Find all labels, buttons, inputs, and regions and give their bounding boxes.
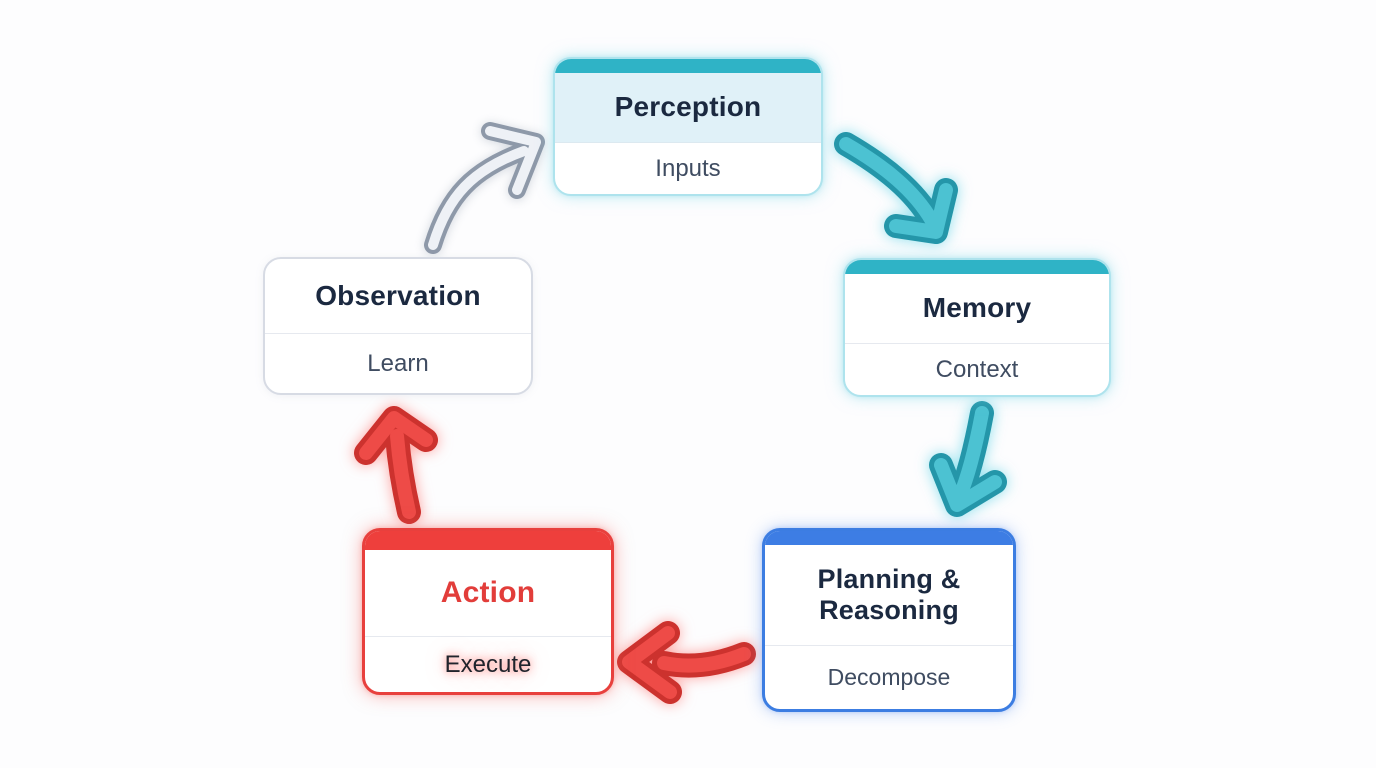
node-divider <box>555 142 821 143</box>
node-action: Action Execute <box>362 528 614 695</box>
arrow-memory-to-planning <box>929 401 1007 517</box>
arrow-observation-to-perception <box>424 122 545 254</box>
node-divider <box>765 645 1013 646</box>
node-observation: Observation Learn <box>263 257 533 395</box>
node-perception: Perception Inputs <box>553 57 823 196</box>
node-title: Planning & Reasoning <box>817 563 961 625</box>
node-title: Action <box>440 575 536 609</box>
node-title: Observation <box>315 279 481 311</box>
node-memory: Memory Context <box>843 258 1111 397</box>
node-subtitle: Inputs <box>655 154 721 182</box>
node-title: Perception <box>555 73 821 142</box>
node-divider <box>365 636 611 637</box>
node-accent-bar <box>765 531 1013 545</box>
node-title: Memory <box>922 292 1032 324</box>
arrow-perception-to-memory <box>834 132 958 244</box>
node-subtitle: Decompose <box>827 664 951 690</box>
node-accent-bar <box>365 531 611 550</box>
arrow-action-to-observation <box>354 406 438 524</box>
node-accent-bar <box>845 260 1109 274</box>
node-divider <box>845 343 1109 344</box>
node-divider <box>265 333 531 334</box>
node-subtitle: Learn <box>367 349 429 377</box>
node-subtitle: Context <box>935 355 1019 383</box>
arrow-planning-to-action <box>617 621 756 704</box>
node-accent-bar <box>555 59 821 73</box>
node-planning-reasoning: Planning & Reasoning Decompose <box>762 528 1016 712</box>
node-subtitle: Execute <box>444 650 532 678</box>
